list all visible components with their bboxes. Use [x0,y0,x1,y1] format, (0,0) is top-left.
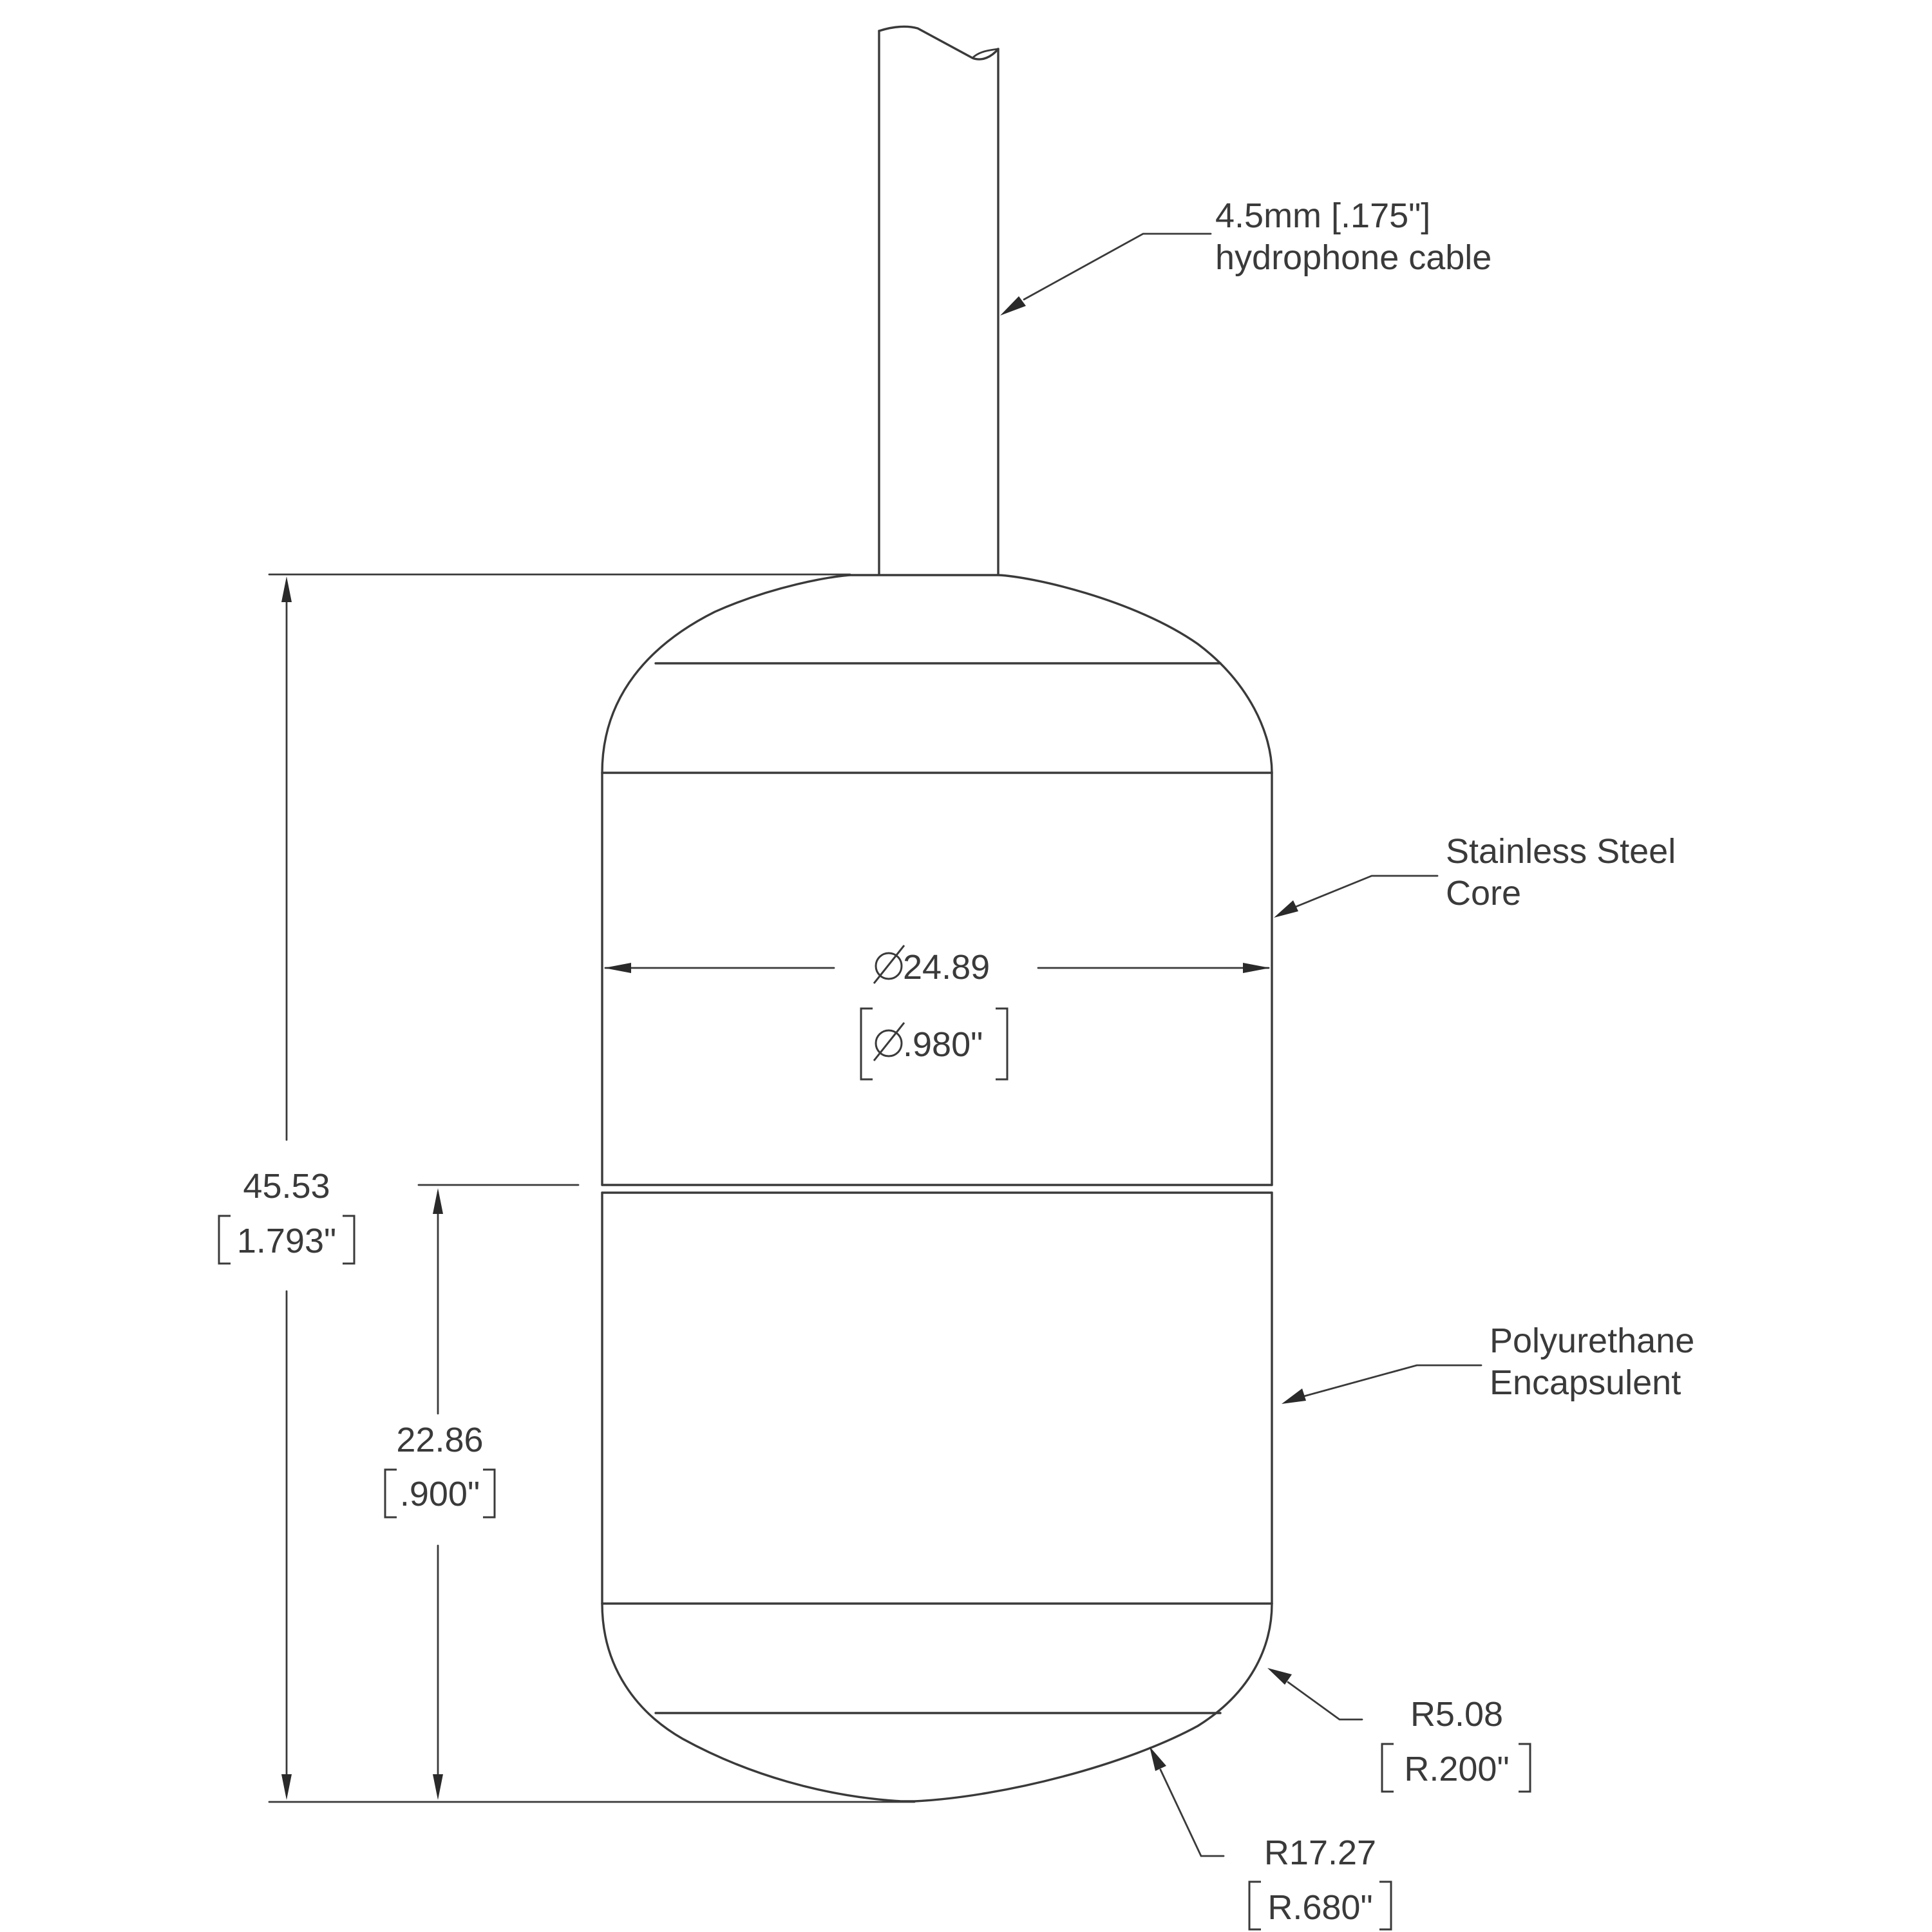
lower-height-dimension: 22.86 .900" [384,1184,580,1800]
diameter-imperial: .980" [903,1025,983,1064]
overall-height-imperial: 1.793" [237,1222,336,1260]
cable-callout-arrow [1000,296,1026,316]
cable-callout-line-2: hydrophone cable [1215,238,1492,277]
small-radius-callout-arrow [1267,1668,1292,1685]
large-radius-metric: R17.27 [1264,1833,1376,1872]
small-radius-callout: R5.08 R.200" [1267,1668,1531,1793]
core-callout-arrow [1274,900,1298,918]
core-callout: Stainless Steel Core [1274,832,1676,918]
large-radius-bracket-left [1248,1880,1261,1931]
overall-height-metric: 45.53 [243,1167,330,1206]
hydrophone-cable [878,25,999,576]
small-radius-imperial: R.200" [1404,1750,1509,1788]
large-radius-callout-arrow [1150,1747,1166,1771]
lower-height-arrow-top [433,1188,443,1214]
diameter-symbol [873,945,905,984]
encapsulent-callout-arrow [1282,1388,1306,1404]
diameter-dimension: 24.89 .980" [604,945,1270,1081]
diameter-bracket-left [860,1007,873,1081]
lower-height-metric: 22.86 [396,1421,483,1459]
large-radius-callout: R17.27 R.680" [1150,1747,1392,1931]
lower-height-bracket-left [384,1468,397,1519]
overall-height-arrow-bottom [281,1774,292,1800]
encapsulent-callout: Polyurethane Encapsulent [1282,1321,1694,1404]
lower-height-bracket-right [483,1468,496,1519]
overall-height-dimension: 45.53 1.793" [218,573,916,1803]
overall-height-arrow-top [281,576,292,602]
core-callout-line-2: Core [1446,874,1521,913]
lower-height-arrow-bottom [433,1774,443,1800]
cable-callout: 4.5mm [.175"] hydrophone cable [1000,196,1492,316]
small-radius-metric: R5.08 [1410,1695,1503,1734]
small-radius-bracket-right [1519,1743,1531,1793]
hydrophone-body [601,574,1273,1803]
diameter-bracket-right [996,1007,1009,1081]
large-radius-imperial: R.680" [1267,1888,1372,1927]
overall-height-bracket-left [218,1215,231,1265]
diameter-metric: 24.89 [903,948,990,987]
large-radius-bracket-right [1379,1880,1392,1931]
cable-callout-line-1: 4.5mm [.175"] [1215,196,1430,235]
encapsulent-callout-line-1: Polyurethane [1490,1321,1694,1360]
diameter-arrow-left [604,963,631,973]
lower-height-imperial: .900" [400,1475,480,1513]
small-radius-bracket-left [1381,1743,1394,1793]
overall-height-bracket-right [343,1215,355,1265]
diameter-imperial-symbol [873,1022,905,1061]
encapsulent-callout-line-2: Encapsulent [1490,1363,1681,1402]
diameter-arrow-right [1243,963,1270,973]
core-callout-line-1: Stainless Steel [1446,832,1676,871]
